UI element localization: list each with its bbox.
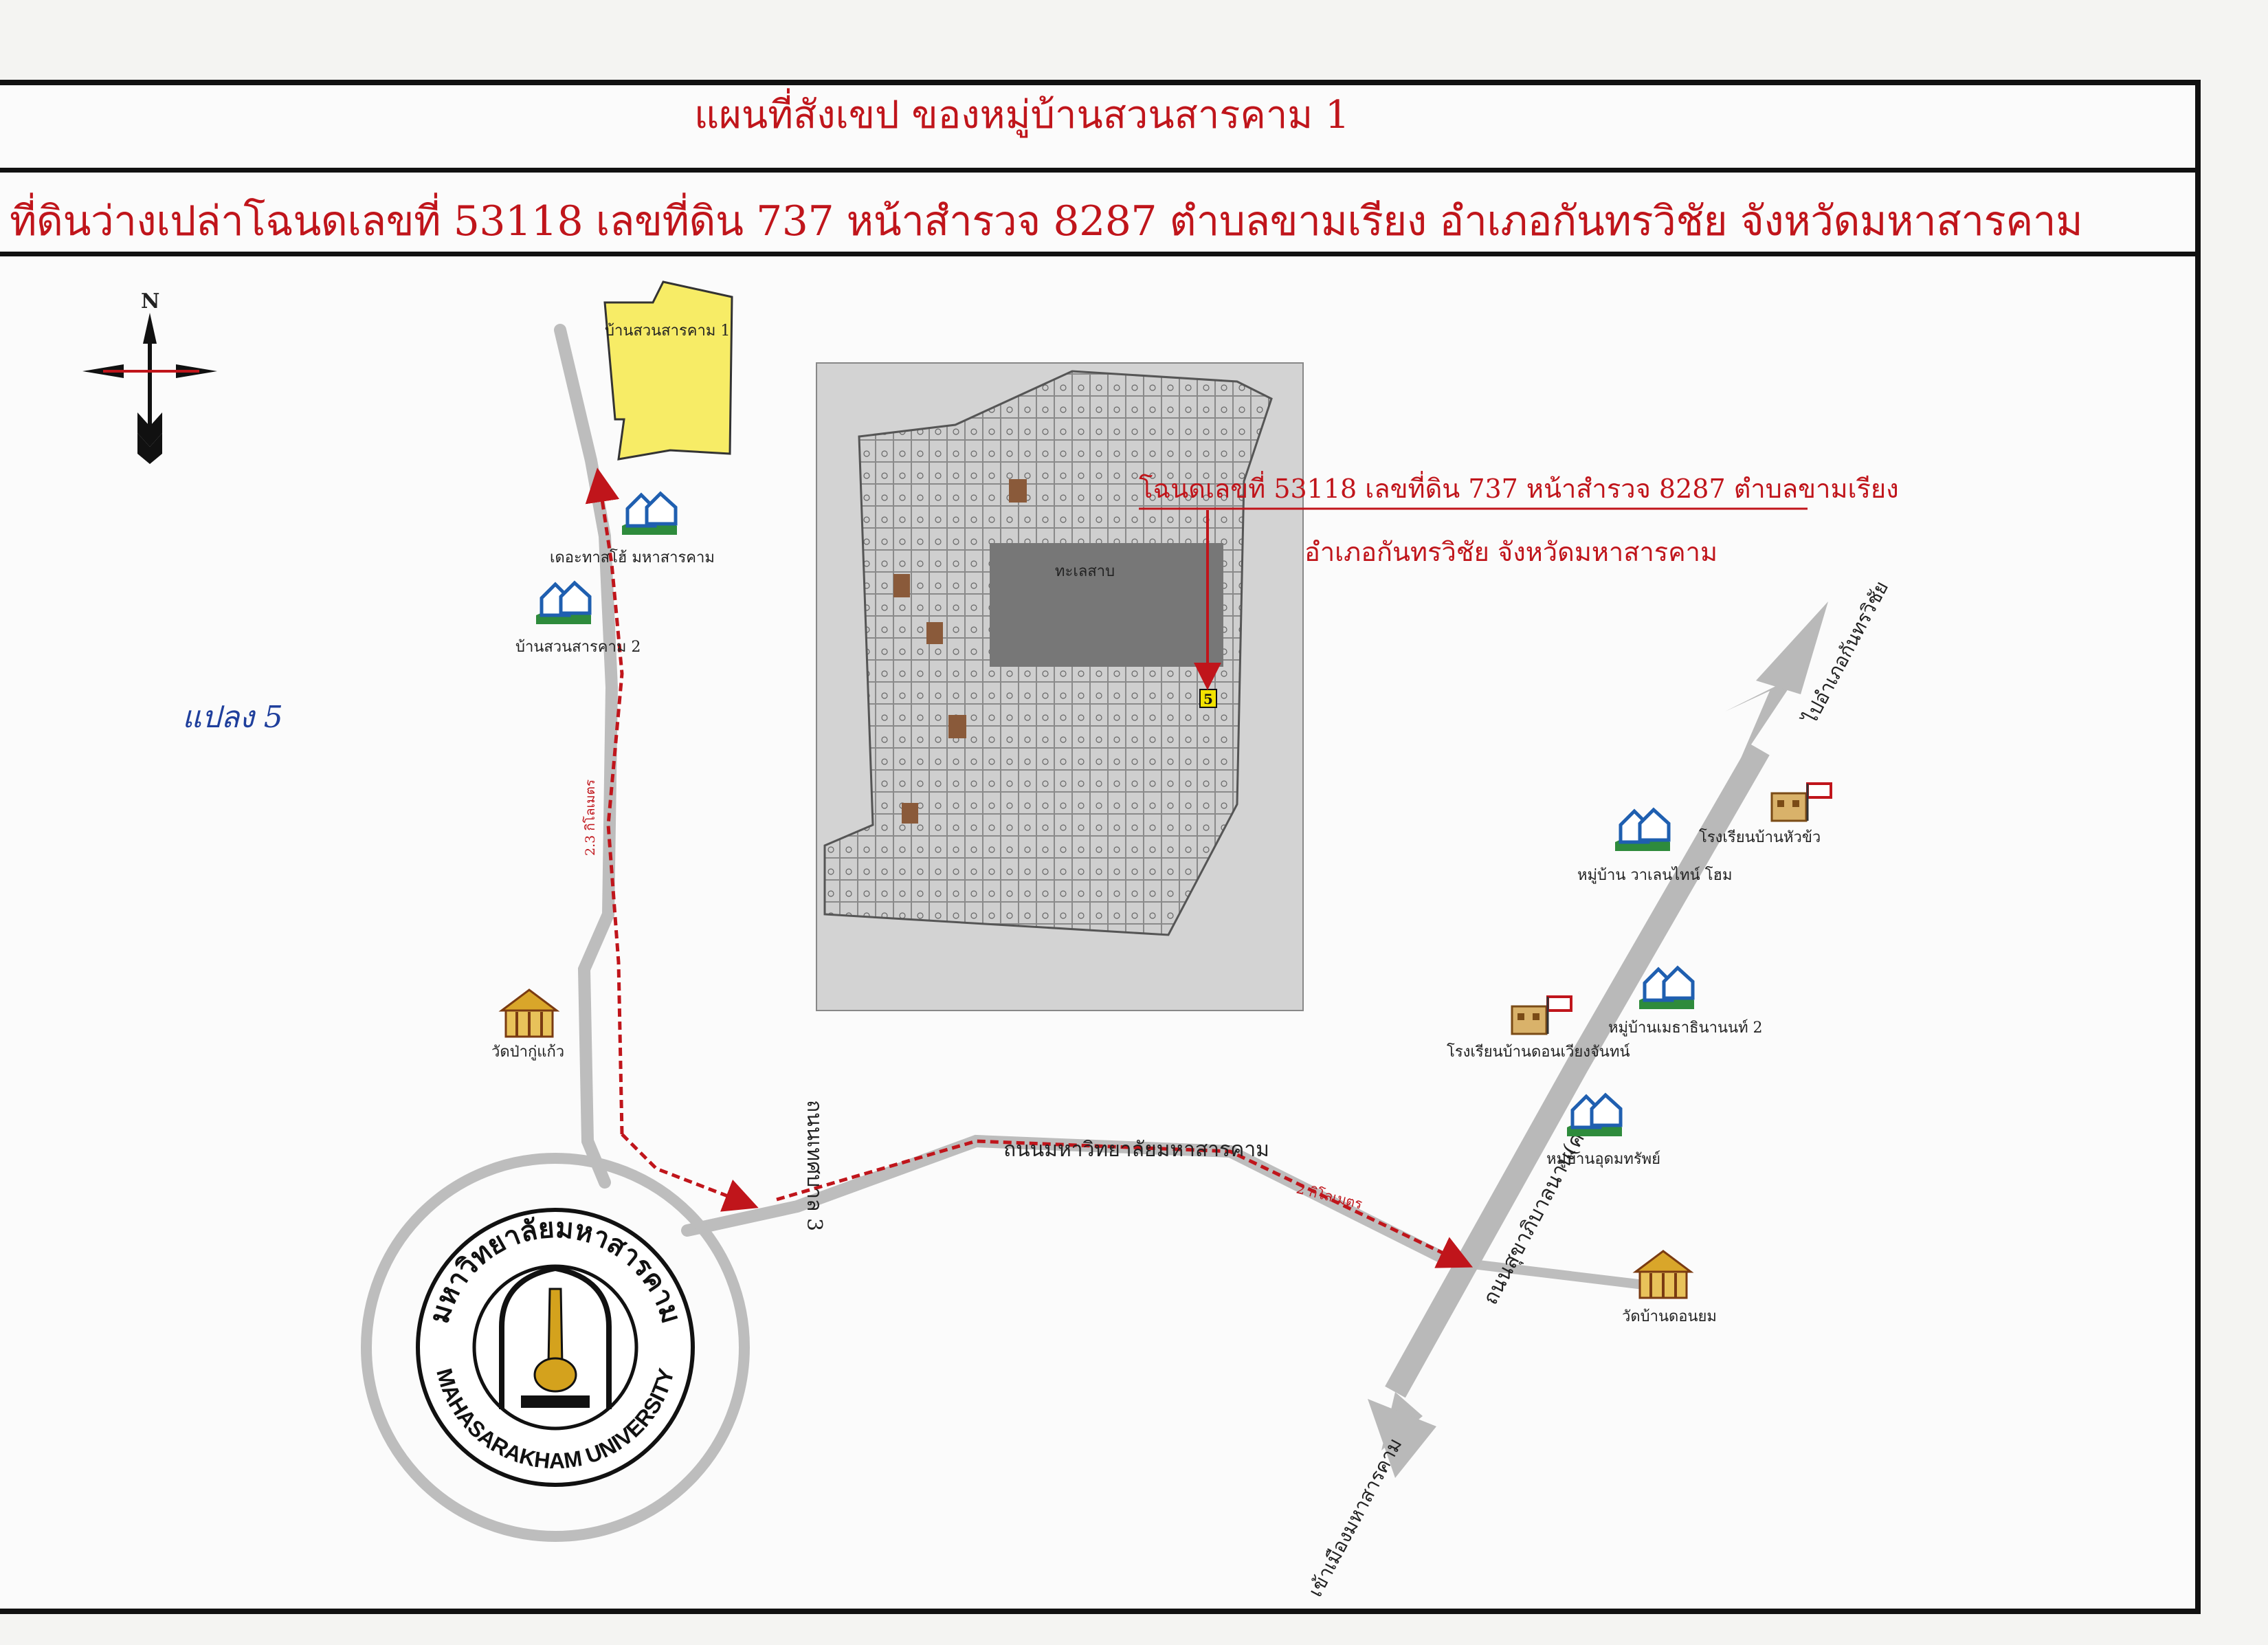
top-border: [0, 80, 2201, 85]
title-divider: [0, 168, 2201, 173]
landmark-label: โรงเรียนบ้านหัวข้ว: [1699, 828, 1821, 846]
plan-plot-marker: [1199, 689, 1217, 708]
page-title: แผนที่สังเขป ของหมู่บ้านสวนสารคาม 1: [694, 93, 1350, 137]
landmark-udom-sap: หมู่บ้านอุดมทรัพย์: [1546, 1092, 1660, 1168]
landmark-don-wiang-chan-school: โรงเรียนบ้านดอนเวียงจันทน์: [1447, 995, 1630, 1061]
compass-tail-icon: [137, 412, 162, 447]
route-to-university: [621, 1133, 759, 1212]
village-area: [603, 280, 733, 461]
to-city-label: เข้าเมืองมหาสารคาม: [1304, 1434, 1406, 1600]
temple-icon: [498, 989, 560, 1038]
page-subtitle: ที่ดินว่างเปล่าโฉนดเลขที่ 53118 เลขที่ดิ…: [10, 197, 2083, 245]
main-road-south-arrow-icon: [1368, 1399, 1436, 1478]
school-icon: [1770, 782, 1832, 822]
house-icon: [622, 491, 678, 535]
road-to-temple: [1445, 1257, 1654, 1290]
landmark-valentine-home: หมู่บ้าน วาเลนไทน์ โฮม: [1577, 807, 1732, 884]
main-road-north-head: [1756, 601, 1828, 694]
landmark-the-tasho: เดอะทาสโฮ้ มหาสารคาม: [550, 491, 715, 566]
compass-tail-icon-2: [137, 433, 162, 464]
seal-arch: [499, 1265, 612, 1409]
landmark-label: โรงเรียนบ้านดอนเวียงจันทน์: [1447, 1043, 1630, 1061]
plan-plot-marker-label: 5: [1203, 691, 1213, 707]
landmark-label: หมู่บ้านอุดมทรัพย์: [1546, 1151, 1660, 1168]
deed-callout-line1: โฉนดเลขที่ 53118 เลขที่ดิน 737 หน้าสำรวจ…: [1139, 471, 1899, 504]
main-road: [1368, 601, 1828, 1478]
house-icon: [1639, 965, 1695, 1009]
university: มหาวิทยาลัยมหาสารคาม MAHASARAKHAM UNIVER…: [361, 1153, 750, 1542]
school-icon: [1511, 995, 1572, 1035]
header-divider: [0, 252, 2201, 256]
landmark-label: วัดป่ากู่แก้ว: [491, 1044, 564, 1061]
village-area-label: บ้านสวนสารคาม 1: [605, 322, 730, 340]
distance-north-label: 2.3 กิโลเมตร: [582, 780, 598, 856]
plan-sold-lot: [1009, 479, 1027, 503]
university-ring: [361, 1153, 750, 1542]
landmark-label: หมู่บ้าน วาเลนไทน์ โฮม: [1577, 866, 1732, 884]
plan-sold-lot: [948, 715, 966, 738]
plan-lake: [990, 543, 1223, 667]
landmark-label: บ้านสวนสารคาม 2: [515, 639, 641, 656]
landmark-wat-don-yom: วัดบ้านดอนยม: [1622, 1250, 1717, 1325]
plan-sold-lot: [893, 574, 910, 597]
main-road-line: [1385, 743, 1770, 1398]
plan-sold-lot: [926, 622, 943, 644]
landmark-metha-thinanon-2: หมู่บ้านเมธาธินานนท์ 2: [1608, 965, 1763, 1037]
university-road-label: ถนนมหาวิทยาลัยมหาสารคาม: [1003, 1138, 1269, 1162]
landmark-ban-hua-khua-school: โรงเรียนบ้านหัวข้ว: [1699, 782, 1832, 846]
seal-bell-icon: [533, 1357, 577, 1393]
house-icon: [1615, 807, 1671, 851]
compass-north-arrow-icon: [143, 313, 157, 344]
plan-image: ทะเลสาบ 5 ถนนเทศบาล 3: [802, 362, 1808, 1231]
route-north: [585, 467, 624, 1135]
deed-callout-line2: อำเภอกันทรวิชัย จังหวัดมหาสารคาม: [1304, 537, 1717, 567]
route-east: [776, 1139, 1474, 1268]
landmark-label: เดอะทาสโฮ้ มหาสารคาม: [550, 549, 715, 566]
house-icon: [1567, 1092, 1623, 1136]
landmark-label: วัดบ้านดอนยม: [1622, 1308, 1717, 1325]
plan-sold-lot: [902, 803, 918, 824]
temple-icon: [1632, 1250, 1694, 1299]
plan-lake-label: ทะเลสาบ: [1055, 563, 1115, 580]
seal-base: [521, 1395, 590, 1408]
plan-side-road-label: ถนนเทศบาล 3: [802, 1100, 826, 1231]
route-line: [585, 467, 1474, 1268]
road-north-south: [554, 324, 619, 1189]
handwritten-note: แปลง 5: [182, 700, 283, 735]
landmark-wat-pa-ku-kaeo: วัดป่ากู่แก้ว: [491, 989, 564, 1061]
landmark-suan-sarakham-2: บ้านสวนสารคาม 2: [515, 580, 641, 656]
landmark-label: หมู่บ้านเมธาธินานนท์ 2: [1608, 1019, 1763, 1037]
compass: N: [82, 289, 217, 464]
compass-north-label: N: [141, 289, 159, 313]
seal-tower-icon: [547, 1288, 564, 1366]
house-icon: [536, 580, 592, 624]
